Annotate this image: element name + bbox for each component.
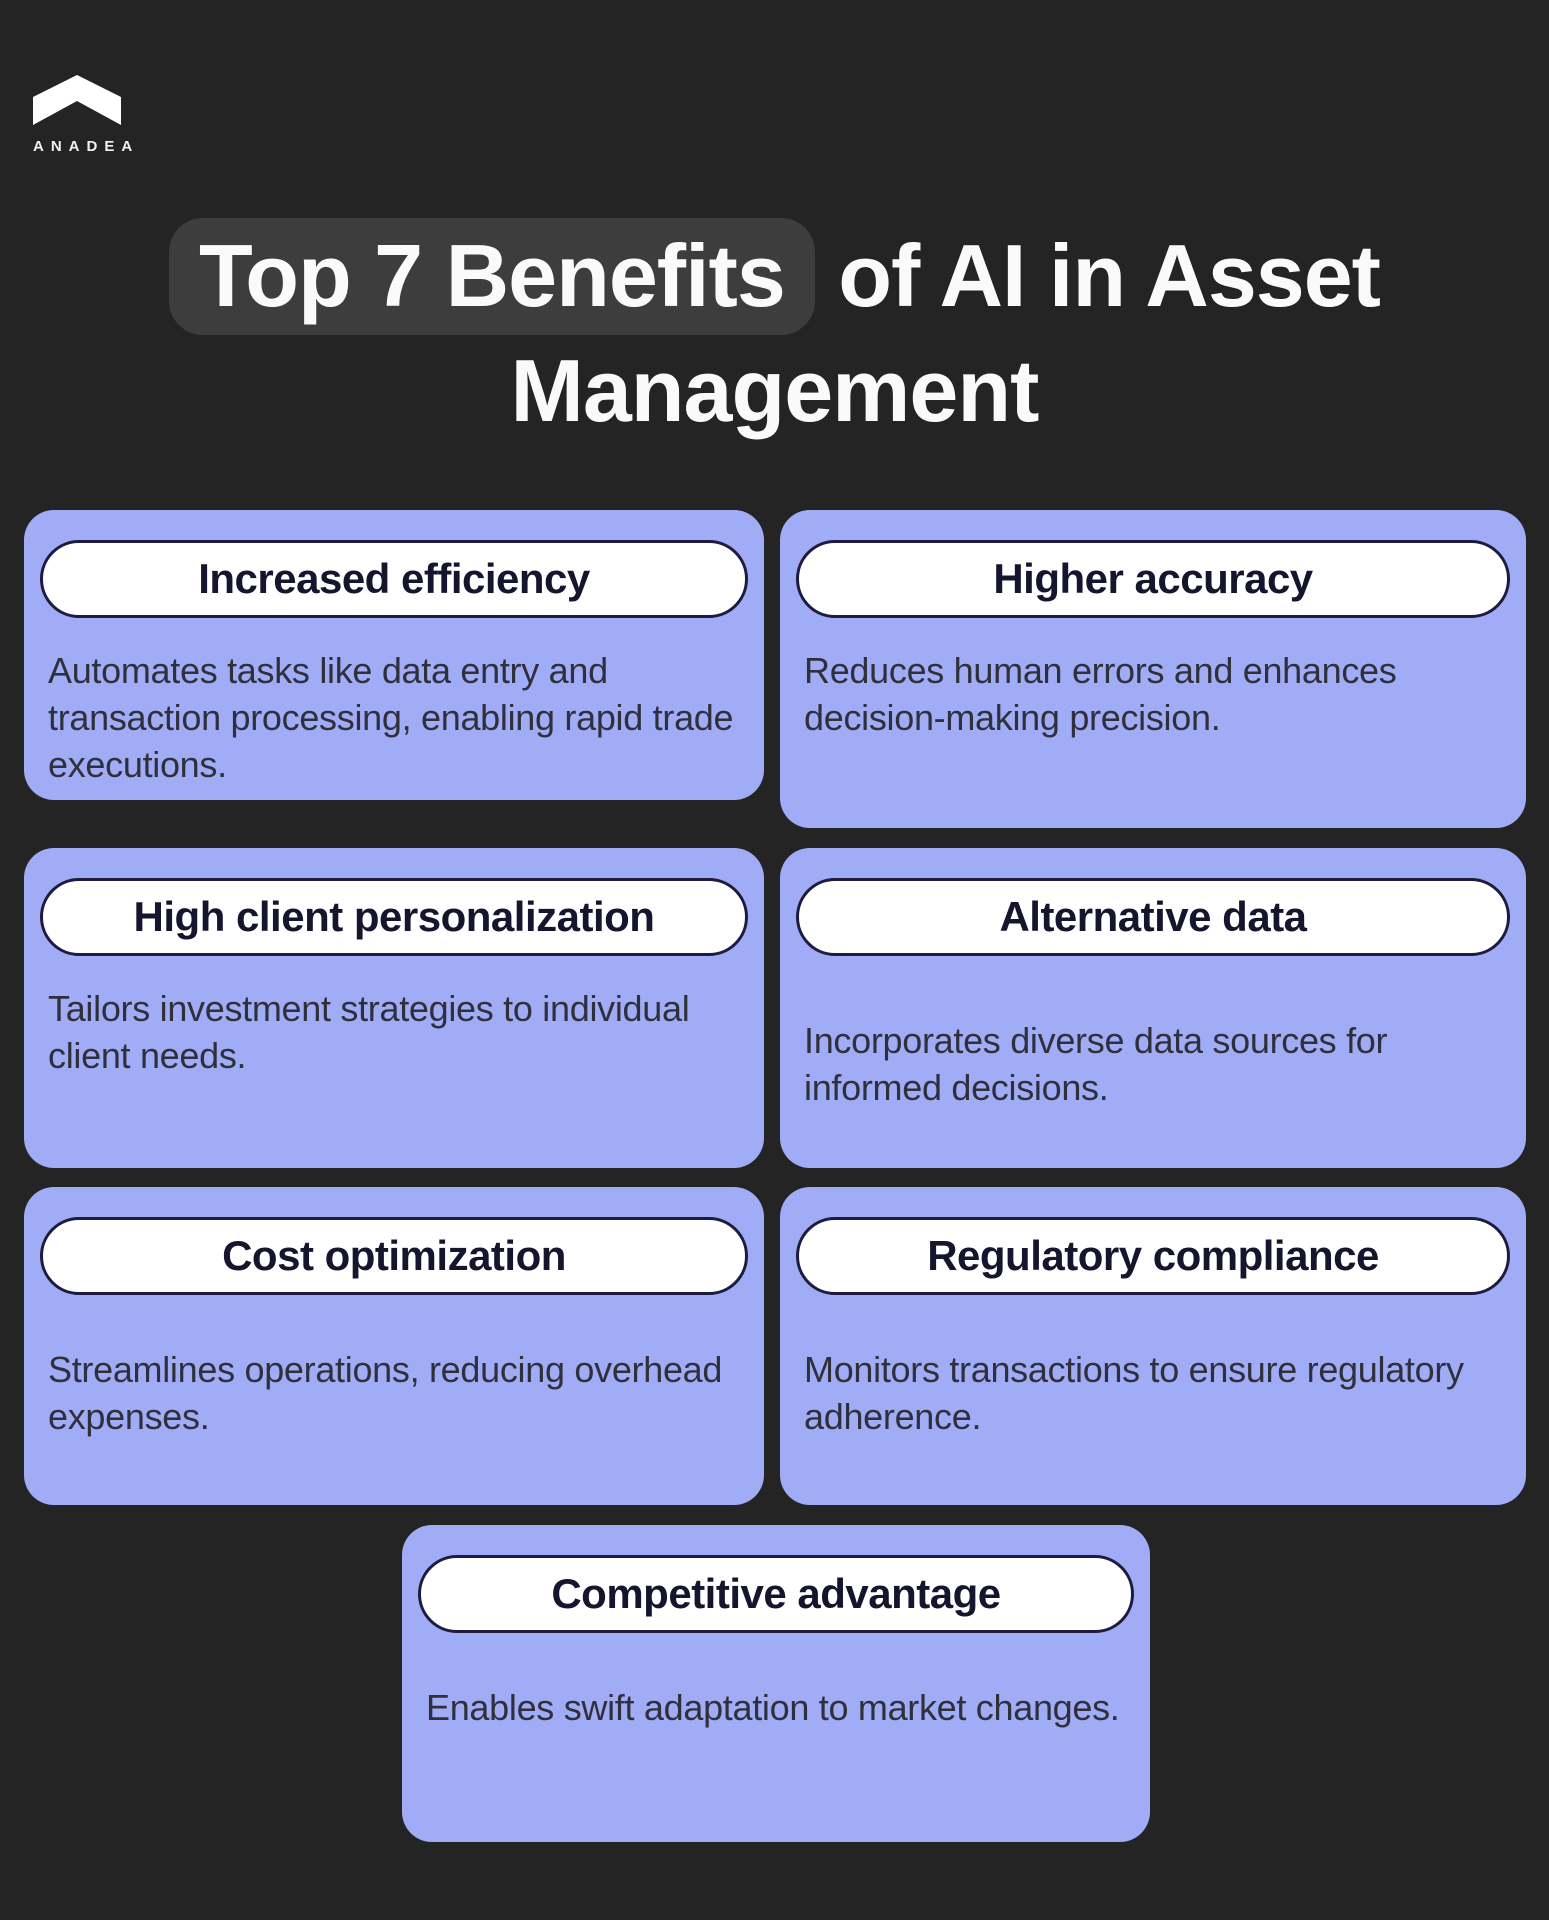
benefit-card-higher-accuracy: Higher accuracy Reduces human errors and… [780, 510, 1526, 828]
benefit-card-increased-efficiency: Increased efficiency Automates tasks lik… [24, 510, 764, 800]
page-title-highlight: Top 7 Benefits [169, 218, 815, 335]
brand-logo: ANADEA [33, 75, 153, 155]
benefit-card-cost-optimization: Cost optimization Streamlines operations… [24, 1187, 764, 1505]
benefit-heading: High client personalization [40, 878, 748, 956]
benefit-heading: Regulatory compliance [796, 1217, 1510, 1295]
benefit-card-regulatory-compliance: Regulatory compliance Monitors transacti… [780, 1187, 1526, 1505]
page-title-line2: Management [510, 340, 1040, 440]
benefit-description: Incorporates diverse data sources for in… [804, 1020, 1388, 1108]
benefit-description: Streamlines operations, reducing overhea… [48, 1349, 723, 1437]
benefit-description: Tailors investment strategies to individ… [48, 988, 690, 1076]
brand-name: ANADEA [33, 138, 140, 155]
benefit-description: Reduces human errors and enhances decisi… [804, 650, 1397, 738]
chevron-roof-logo-icon [33, 75, 153, 125]
benefit-description: Automates tasks like data entry and tran… [48, 650, 734, 785]
benefit-heading: Increased efficiency [40, 540, 748, 618]
benefit-heading: Higher accuracy [796, 540, 1510, 618]
benefit-card-alternative-data: Alternative data Incorporates diverse da… [780, 848, 1526, 1168]
benefit-heading: Alternative data [796, 878, 1510, 956]
benefit-card-high-client-personalization: High client personalization Tailors inve… [24, 848, 764, 1168]
benefit-heading: Cost optimization [40, 1217, 748, 1295]
page-title-line1: Top 7 Benefits of AI in Asset [169, 218, 1381, 335]
page-title: Top 7 Benefits of AI in Asset Management [0, 218, 1549, 447]
page-title-rest: of AI in Asset [814, 226, 1381, 325]
benefit-heading: Competitive advantage [418, 1555, 1134, 1633]
benefit-description: Monitors transactions to ensure regulato… [804, 1349, 1464, 1437]
benefit-card-competitive-advantage: Competitive advantage Enables swift adap… [402, 1525, 1150, 1842]
benefit-description: Enables swift adaptation to market chang… [426, 1687, 1120, 1728]
